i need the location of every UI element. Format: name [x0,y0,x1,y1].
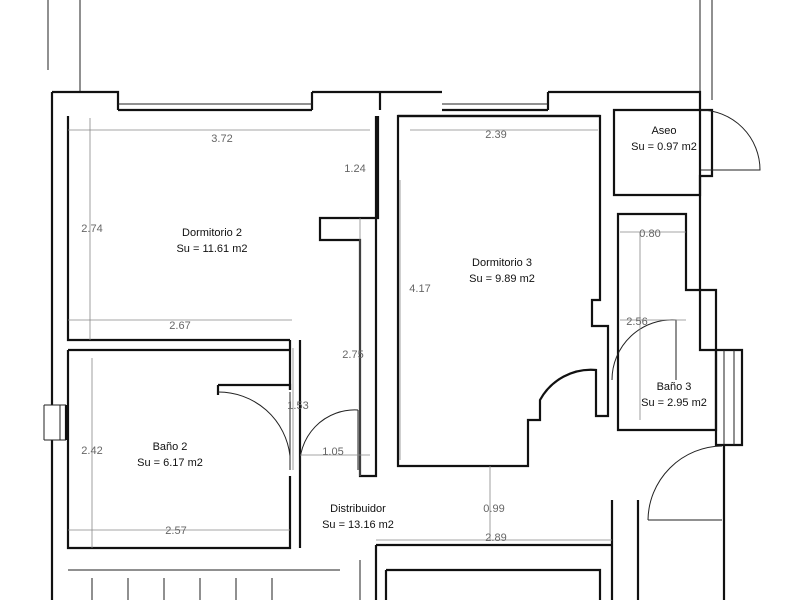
room-area-distribuidor: Su = 13.16 m2 [322,519,394,531]
dorm2-bano2-wall [288,340,302,400]
dimension-label: 1.05 [322,446,343,458]
dimension-label: 2.89 [485,532,506,544]
dimension-label: 0.80 [639,228,660,240]
dimension-label: 2.42 [81,445,102,457]
aseo-door-arc [699,109,761,171]
dist-door-arc [299,409,359,471]
distribuidor-lower-walls [374,543,612,600]
room-name-bano-2: Baño 2 [153,441,188,453]
room-area-bano-2: Su = 6.17 m2 [137,457,203,469]
dimension-label: 2.75 [342,349,363,361]
east-window-lines [723,350,735,445]
room-name-distribuidor: Distribuidor [330,503,386,515]
bano2-door-jamb [216,385,302,476]
stair-lines [68,560,361,600]
dorm3-wall [396,114,610,468]
room-name-aseo: Aseo [651,125,676,137]
dimension-label: 2.39 [485,129,506,141]
dimension-label: 2.74 [81,223,102,235]
north-wall [52,90,702,112]
room-area-dormitorio-3: Su = 9.89 m2 [469,273,535,285]
lower-door-arc [647,445,723,521]
bano2-wall [66,348,302,550]
dimension-lines [68,118,686,548]
bano3-wall [616,212,718,432]
room-name-dormitorio-2: Dormitorio 2 [182,227,242,239]
room-area-aseo: Su = 0.97 m2 [631,141,697,153]
dimension-label: 1.53 [287,400,308,412]
dorm2-wall [66,116,290,342]
lower-right-jamb [610,500,640,600]
room-name-dormitorio-3: Dormitorio 3 [472,257,532,269]
dorm2-east-wall [318,116,380,478]
stair-treads [91,578,273,600]
bano2-door-arc [217,391,291,457]
bano3-door-arc [611,319,677,381]
room-name-bano-3: Baño 3 [657,381,692,393]
east-wall-upper [698,110,718,350]
dimension-label: 2.57 [165,525,186,537]
room-area-dormitorio-2: Su = 11.61 m2 [176,243,247,255]
dimension-label: 1.24 [344,163,365,175]
dimension-label: 0.99 [483,503,504,515]
dimension-label: 4.17 [409,283,430,295]
dimension-label: 2.67 [169,320,190,332]
dimension-label: 2.56 [626,316,647,328]
west-window-frame [43,404,66,441]
dimension-label: 3.72 [211,133,232,145]
room-area-bano-3: Su = 2.95 m2 [641,397,707,409]
east-window [714,348,744,447]
